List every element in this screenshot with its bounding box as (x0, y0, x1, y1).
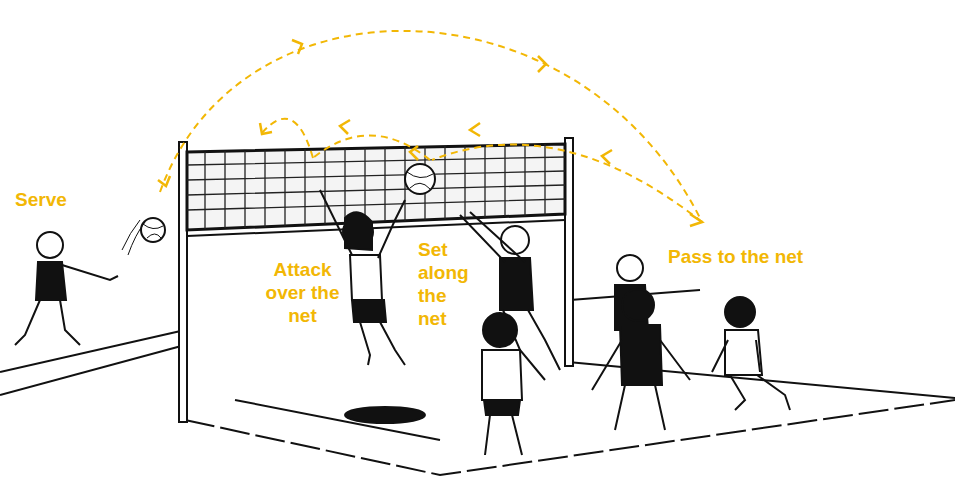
ball-trajectories (160, 31, 702, 222)
trajectory-arrowheads (158, 40, 702, 226)
annotation-label: Set along the net (418, 238, 473, 330)
annotation-label: Pass to the net (668, 245, 868, 268)
court-lines (0, 290, 955, 475)
players (15, 190, 790, 455)
balls (122, 164, 435, 255)
net (179, 138, 573, 422)
annotation-label: Serve (15, 188, 95, 211)
annotation-label: Attack over the net (255, 258, 350, 327)
